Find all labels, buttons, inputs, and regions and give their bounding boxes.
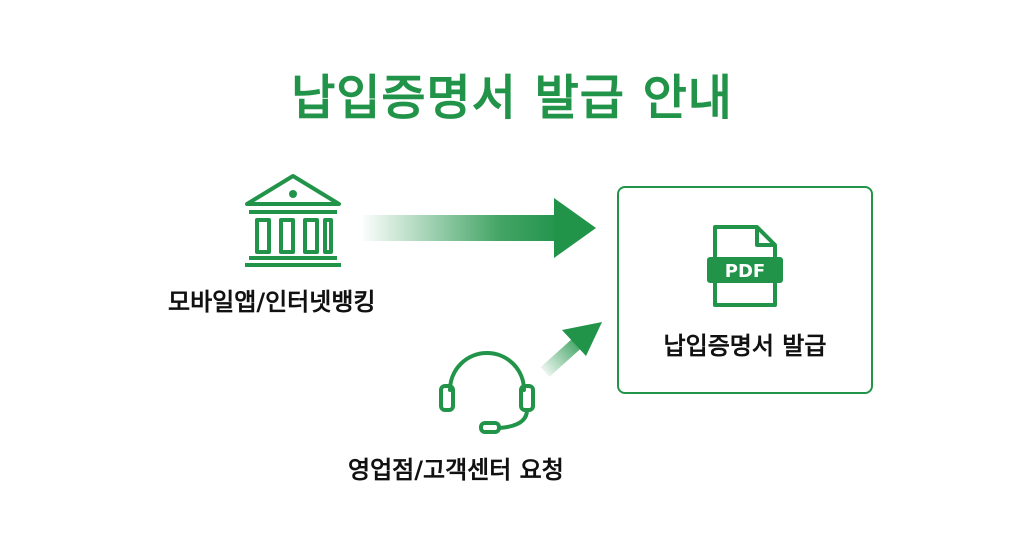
arrow-branch-to-result <box>540 322 602 377</box>
pdf-file-icon: PDF <box>707 224 783 314</box>
arrow-mobile-to-result <box>360 198 596 258</box>
bank-icon <box>240 172 346 272</box>
result-box: PDF 납입증명서 발급 <box>617 186 873 394</box>
mobile-channel-label: 모바일앱/인터넷뱅킹 <box>168 288 376 316</box>
headset-icon <box>437 348 537 442</box>
page-title: 납입증명서 발급 안내 <box>291 70 733 126</box>
pdf-badge-text: PDF <box>725 261 765 282</box>
result-label: 납입증명서 발급 <box>663 332 827 360</box>
branch-channel-label: 영업점/고객센터 요청 <box>348 456 564 484</box>
